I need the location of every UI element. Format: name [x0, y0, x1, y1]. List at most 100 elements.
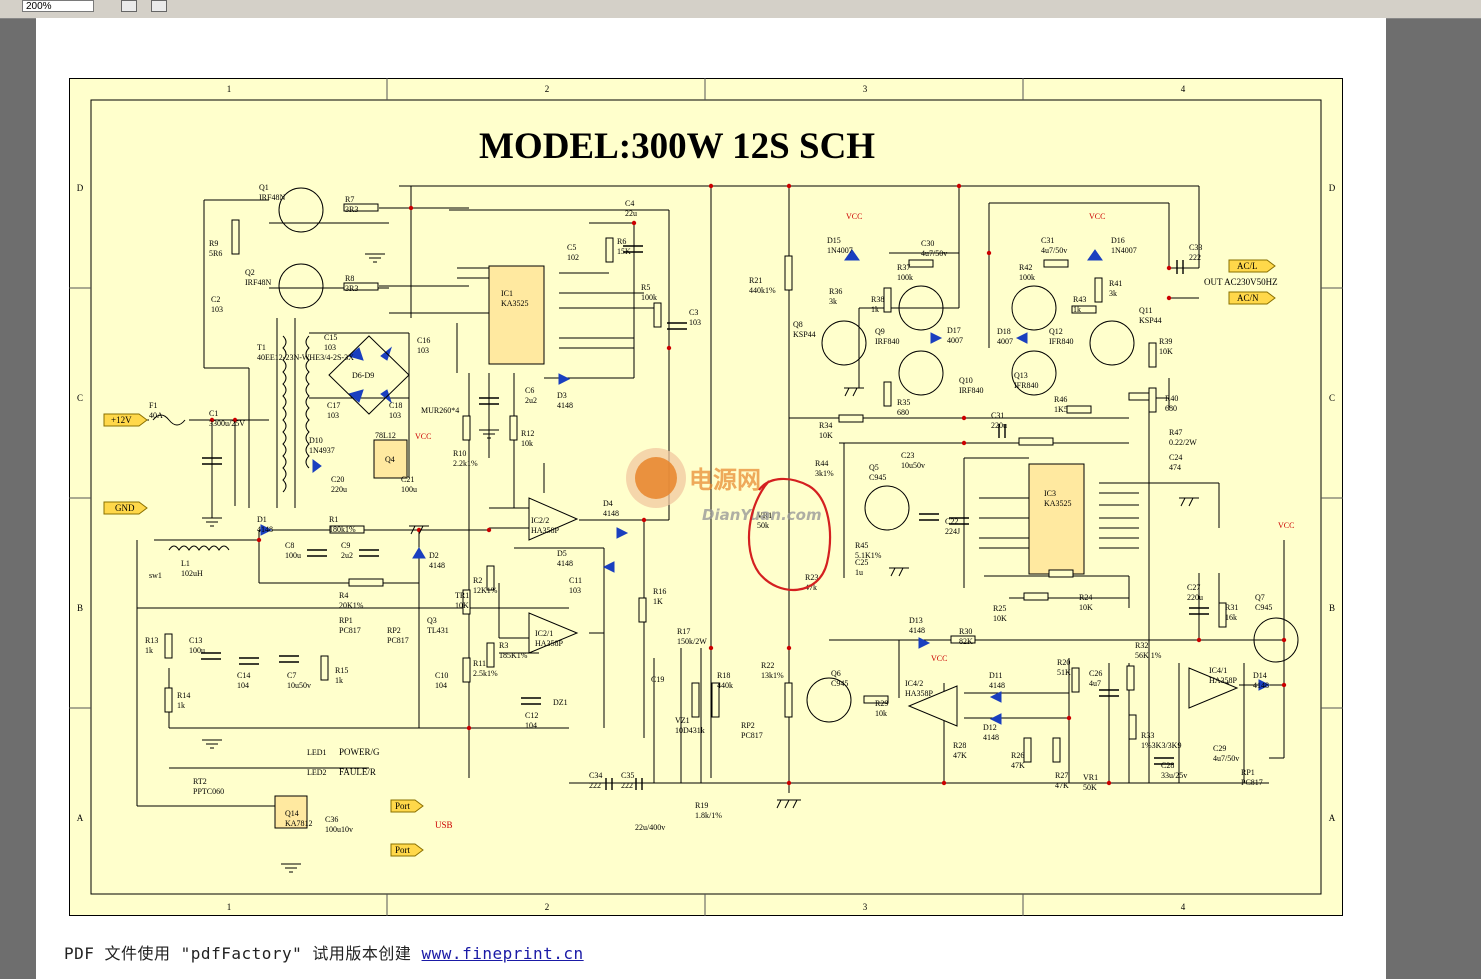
- component-ref: C17: [327, 401, 340, 410]
- led1-label: POWER/G: [339, 747, 380, 757]
- component-ref: R44: [815, 459, 828, 468]
- output-label: OUT AC230V50HZ: [1204, 277, 1278, 287]
- component-value: 5.1K1%: [855, 551, 882, 560]
- component-value: 1k: [335, 676, 343, 685]
- component-value: 2.5k1%: [473, 669, 498, 678]
- port-tags: [103, 259, 1276, 857]
- footer-link[interactable]: www.fineprint.cn: [421, 944, 584, 963]
- zone-row-b-right: B: [1329, 603, 1335, 613]
- component-value: 440k1%: [749, 286, 776, 295]
- component-ref: C36: [325, 815, 338, 824]
- component-ref: C2: [211, 295, 220, 304]
- component-value: 10D431k: [675, 726, 705, 735]
- component-ref: D2: [429, 551, 439, 560]
- component-ref: Q5: [869, 463, 879, 472]
- component-ref: R20: [1057, 658, 1070, 667]
- component-ref: R3: [499, 641, 508, 650]
- component-ref: R1: [329, 515, 338, 524]
- component-ref: D16: [1111, 236, 1125, 245]
- component-value: C945: [1255, 603, 1272, 612]
- component-ref: R8: [345, 274, 354, 283]
- component-value: 4u7/50v: [921, 249, 947, 258]
- zoom-input[interactable]: 200%: [22, 0, 94, 12]
- component-value: 185K1%: [499, 651, 528, 660]
- component-value: 1K5: [1054, 405, 1068, 414]
- component-ref: C25: [855, 558, 868, 567]
- component-ref: R33: [1141, 731, 1154, 740]
- component-value: IRF840: [875, 337, 899, 346]
- component-value: 3R3: [345, 205, 358, 214]
- component-ref: D3: [557, 391, 567, 400]
- component-value: 100k: [1019, 273, 1035, 282]
- capacitor-symbols: [201, 245, 1209, 790]
- component-ref: R29: [875, 699, 888, 708]
- component-value: C945: [831, 679, 848, 688]
- component-ref: sw1: [149, 571, 162, 580]
- component-value: 1k: [871, 305, 879, 314]
- zone-col-1-top: 1: [227, 84, 232, 94]
- component-value: 4148: [989, 681, 1005, 690]
- component-value: 47K: [1055, 781, 1069, 790]
- component-value: 104: [435, 681, 447, 690]
- component-ref: C27: [1187, 583, 1200, 592]
- component-ref: D6-D9: [352, 371, 374, 380]
- fit-width-icon[interactable]: [151, 0, 167, 12]
- component-ref: R14: [177, 691, 190, 700]
- component-ref: C33: [1189, 243, 1202, 252]
- component-ref: Q10: [959, 376, 973, 385]
- component-ref: Q8: [793, 320, 803, 329]
- component-value: 47k: [805, 583, 817, 592]
- component-ref: C31: [1041, 236, 1054, 245]
- component-ref: Q4: [385, 455, 395, 464]
- component-value: 4148: [557, 559, 573, 568]
- component-ref: RP1: [339, 616, 353, 625]
- component-value: 180k1%: [329, 525, 356, 534]
- component-ref: R18: [717, 671, 730, 680]
- component-value: 4u7/50v: [1213, 754, 1239, 763]
- component-ref: Q6: [831, 669, 841, 678]
- component-ref: R15: [335, 666, 348, 675]
- component-ref: 78L12: [375, 431, 396, 440]
- component-value: 51K: [1057, 668, 1071, 677]
- component-ref: R43: [1073, 295, 1086, 304]
- component-value: PC817: [1241, 778, 1263, 787]
- fit-page-icon[interactable]: [121, 0, 137, 12]
- component-value: 47K: [953, 751, 967, 760]
- component-ref: C23: [901, 451, 914, 460]
- component-ref: 22u/400v: [635, 823, 665, 832]
- component-value: 50k: [757, 521, 769, 530]
- port-usb-1: Port: [395, 801, 411, 811]
- bridge-rectifier: [328, 335, 410, 415]
- component-value: 100u: [401, 485, 417, 494]
- component-value: 222: [621, 781, 633, 790]
- component-value: HA358P: [531, 526, 560, 535]
- component-value: 56K 1%: [1135, 651, 1162, 660]
- component-ref: C8: [285, 541, 294, 550]
- component-ref: R21: [749, 276, 762, 285]
- component-value: 10K: [1079, 603, 1093, 612]
- component-ref: R4: [339, 591, 348, 600]
- zone-row-b-left: B: [77, 603, 83, 613]
- component-value: 1K: [653, 597, 663, 606]
- usb-label: USB: [435, 820, 453, 830]
- component-value: 40EE12-23N-WHE3/4-2S-3X: [257, 353, 354, 362]
- component-ref: R2: [473, 576, 482, 585]
- port-usb-2: Port: [395, 845, 411, 855]
- component-value: 10u50v: [901, 461, 925, 470]
- outer-frame: [69, 78, 1343, 916]
- component-ref: R11: [473, 659, 486, 668]
- component-ref: IC2/2: [531, 516, 549, 525]
- component-value: 4148: [257, 525, 273, 534]
- component-value: 4148: [1253, 681, 1269, 690]
- component-ref: DZ1: [553, 698, 568, 707]
- component-ref: D4: [603, 499, 613, 508]
- op-amps: [528, 497, 1239, 727]
- component-value: 2u2: [341, 551, 353, 560]
- ic1-body: [488, 265, 545, 365]
- vcc-label-2: VCC: [846, 212, 862, 221]
- component-value: 10K: [455, 601, 469, 610]
- component-ref: C13: [189, 636, 202, 645]
- component-value: 440k: [717, 681, 733, 690]
- component-ref: D18: [997, 327, 1011, 336]
- component-value: 100u: [285, 551, 301, 560]
